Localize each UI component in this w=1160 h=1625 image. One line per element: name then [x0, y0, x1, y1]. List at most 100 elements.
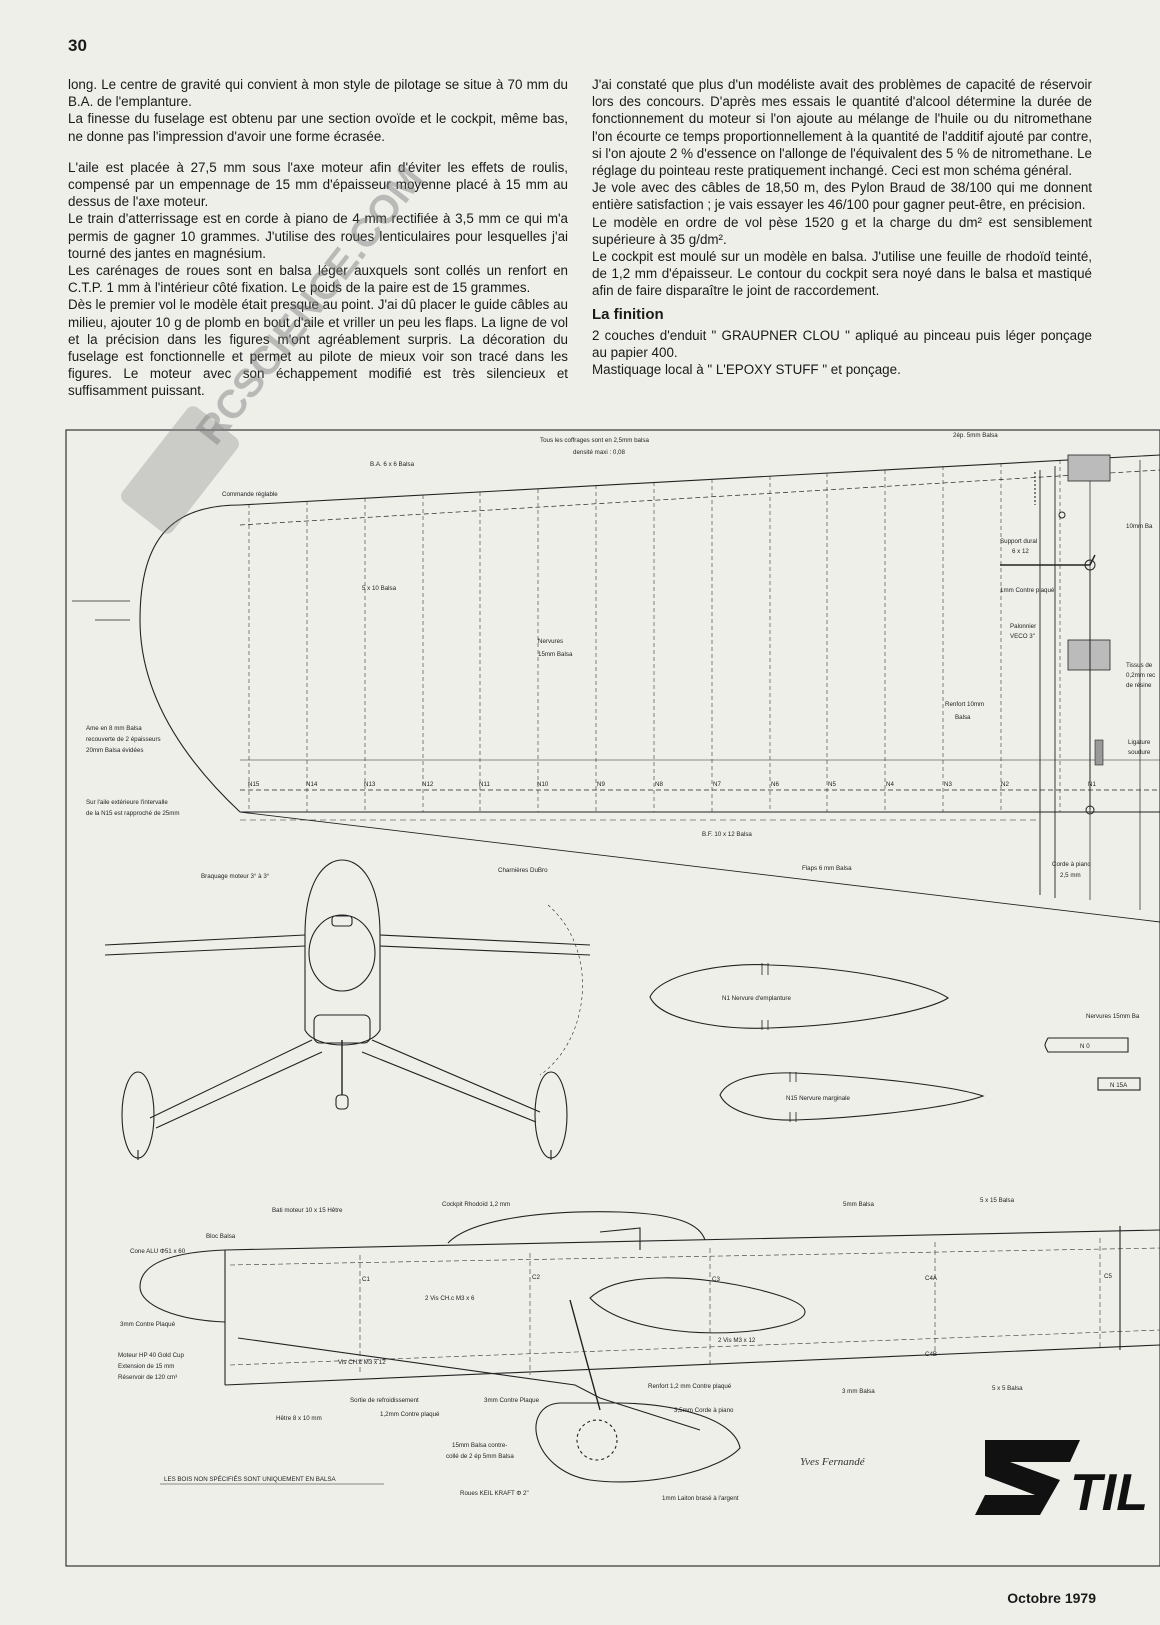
paragraph: 2 couches d'enduit " GRAUPNER CLOU " apl… [592, 327, 1092, 361]
tissus-label: Tissus de [1126, 662, 1153, 669]
brand-logo: TIL [975, 1440, 1148, 1522]
wing-flaps-label: Flaps 6 mm Balsa [802, 865, 852, 872]
designer-signature: Yves Fernandé [800, 1456, 866, 1468]
fuselage-former-lines [229, 1238, 1160, 1375]
wing-note-label: Sur l'aile extérieure l'intervalle [86, 799, 168, 806]
rib-profiles [649, 963, 1141, 1122]
paragraph: Le train d'atterrissage est en corde à p… [68, 211, 568, 261]
tissus-label: de résine [1126, 682, 1152, 689]
contre-plaque-label: 3mm Contre Plaqué [120, 1321, 176, 1328]
balsa-5x15-label: 5 x 15 Balsa [980, 1197, 1015, 1204]
rib-label: N6 [771, 781, 779, 788]
rib-label: N8 [655, 781, 663, 788]
paragraph: Le cockpit est moulé sur un modèle en ba… [592, 249, 1092, 299]
rib-label: N1 [1088, 781, 1096, 788]
rib-number-labels: N15 N14 N13 N12 N11 N10 N9 N8 N7 N6 N5 N… [248, 781, 1096, 788]
corde-label: 3,5mm Corde à piano [674, 1407, 734, 1414]
bloc-label: Bloc Balsa [206, 1233, 236, 1240]
rib-label: N7 [713, 781, 721, 788]
wing-note-label: de la N15 est rapproché de 25mm [86, 810, 180, 817]
watermark: RCSCIENCE.COM [121, 158, 432, 534]
tissus-label: 0,2mm rec [1126, 672, 1155, 679]
left-text-column: long. Le centre de gravité qui convient … [68, 76, 568, 400]
paragraph: long. Le centre de gravité qui convient … [68, 77, 568, 110]
rib-label: N5 [828, 781, 836, 788]
moteur-label: Moteur HP 40 Gold Cup [118, 1352, 184, 1359]
paragraph: La finesse du fuselage est obtenu par un… [68, 111, 568, 144]
paragraph: Les carénages de roues sont en balsa lég… [68, 263, 568, 296]
wing-rib-lines [248, 460, 1061, 812]
laiton-label: 1mm Laiton brasé à l'argent [662, 1495, 739, 1502]
paragraph: Dès le premier vol le modèle était presq… [68, 297, 568, 399]
vis-label: Vis CH.c M3 x 12 [338, 1359, 386, 1366]
right-text-column: J'ai constaté que plus d'un modéliste av… [592, 76, 1092, 378]
moteur-label: Extension de 15 mm [118, 1363, 174, 1370]
rib-label: N3 [944, 781, 952, 788]
section-heading: La finition [592, 305, 664, 323]
wing-commande-label: Commande réglable [222, 491, 278, 498]
cockpit-label: Cockpit Rhodoïd 1,2 mm [442, 1201, 510, 1208]
contre-plaque-label: 1mm Contre plaqué [1000, 587, 1055, 594]
vis-label: 2 Vis CH.c M3 x 6 [425, 1295, 475, 1302]
support-label: Support dural [1000, 538, 1037, 545]
rib-label: N10 [537, 781, 549, 788]
palonnier-label: Palonnier [1010, 623, 1036, 630]
plan-frame [65, 429, 1160, 1567]
rib-n0-label: N 0 [1080, 1043, 1090, 1050]
braquage-label: Braquage moteur 3° à 3° [201, 873, 270, 880]
bati-label: Bati moteur 10 x 15 Hêtre [272, 1207, 343, 1214]
corde-label: 2,5 mm [1060, 872, 1081, 879]
former-label: C4B [925, 1351, 937, 1358]
wing-ame-label: 20mm Balsa évidées [86, 747, 143, 754]
corde-label: Corde à piano [1052, 861, 1091, 868]
page-number: 30 [68, 36, 87, 55]
cone-label: Cone ALU Φ51 x 60 [130, 1248, 186, 1255]
paragraph: Mastiquage local à " L'EPOXY STUFF " et … [592, 362, 901, 378]
support-label: 6 x 12 [1012, 548, 1029, 555]
balsa-15mm-label: collé de 2 ép 5mm Balsa [446, 1453, 514, 1460]
former-label: C2 [532, 1274, 540, 1281]
rib-n1-label: N1 Nervure d'emplanture [722, 995, 791, 1002]
renfort-label: Renfort 10mm [945, 701, 984, 708]
rib-label: N15 [248, 781, 260, 788]
bois-note: LES BOIS NON SPÉCIFIÉS SONT UNIQUEMENT E… [164, 1476, 337, 1483]
wing-bf-label: B.F. 10 x 12 Balsa [702, 831, 752, 838]
rib-label: N14 [306, 781, 318, 788]
balsa-5mm-label: 5mm Balsa [843, 1201, 875, 1208]
vis-label: 2 Vis M3 x 12 [718, 1337, 756, 1344]
contre-plaque-label: 1,2mm Contre plaqué [380, 1411, 440, 1418]
wing-nervures-sub-label: 15mm Balsa [538, 651, 573, 658]
front-view [104, 859, 591, 1160]
contre-plaque-label: 3mm Contre Plaque [484, 1397, 540, 1404]
wing-plan [72, 454, 1160, 923]
wing-charnieres-label: Charnières DuBro [498, 867, 548, 874]
former-label: C3 [712, 1276, 720, 1283]
rib-label: N13 [364, 781, 376, 788]
former-label: C1 [362, 1276, 370, 1283]
palonnier-label: VECO 3" [1010, 633, 1035, 640]
rib-label: N2 [1001, 781, 1009, 788]
rib-label: N12 [422, 781, 434, 788]
paragraph: L'aile est placée à 27,5 mm sous l'axe m… [68, 159, 568, 210]
former-label: C4A [925, 1275, 938, 1282]
wing-coffrages-label: Tous les coffrages sont en 2,5mm balsa [540, 437, 649, 444]
paragraph: J'ai constaté que plus d'un modéliste av… [592, 77, 1092, 179]
hetre-label: Hêtre 8 x 10 mm [276, 1415, 322, 1422]
sortie-label: Sortie de refroidissement [350, 1397, 419, 1404]
wing-balsa-5x10-label: 5 x 10 Balsa [362, 585, 397, 592]
wing-ame-label: Ame en 8 mm Balsa [86, 725, 142, 732]
balsa-15mm-label: 15mm Balsa contre- [452, 1442, 507, 1449]
rib-label: N9 [597, 781, 605, 788]
balsa-10mm-label: 10mm Ba [1126, 523, 1153, 530]
rib-n15a-label: N 15A [1110, 1082, 1128, 1089]
roues-label: Roues KEIL KRAFT Φ 2" [460, 1490, 529, 1497]
bellcrank-assembly [1000, 454, 1111, 815]
wing-annotations: Tous les coffrages sont en 2,5mm balsa d… [86, 432, 1155, 879]
footer-date: Octobre 1979 [1007, 1590, 1096, 1606]
rib-label: N4 [886, 781, 894, 788]
balsa-5x5-label: 5 x 5 Balsa [992, 1385, 1023, 1392]
renfort-label: Balsa [955, 714, 971, 721]
paragraph: Je vole avec des câbles de 18,50 m, des … [592, 180, 1092, 213]
rib-n15-label: N15 Nervure marginale [786, 1095, 851, 1102]
